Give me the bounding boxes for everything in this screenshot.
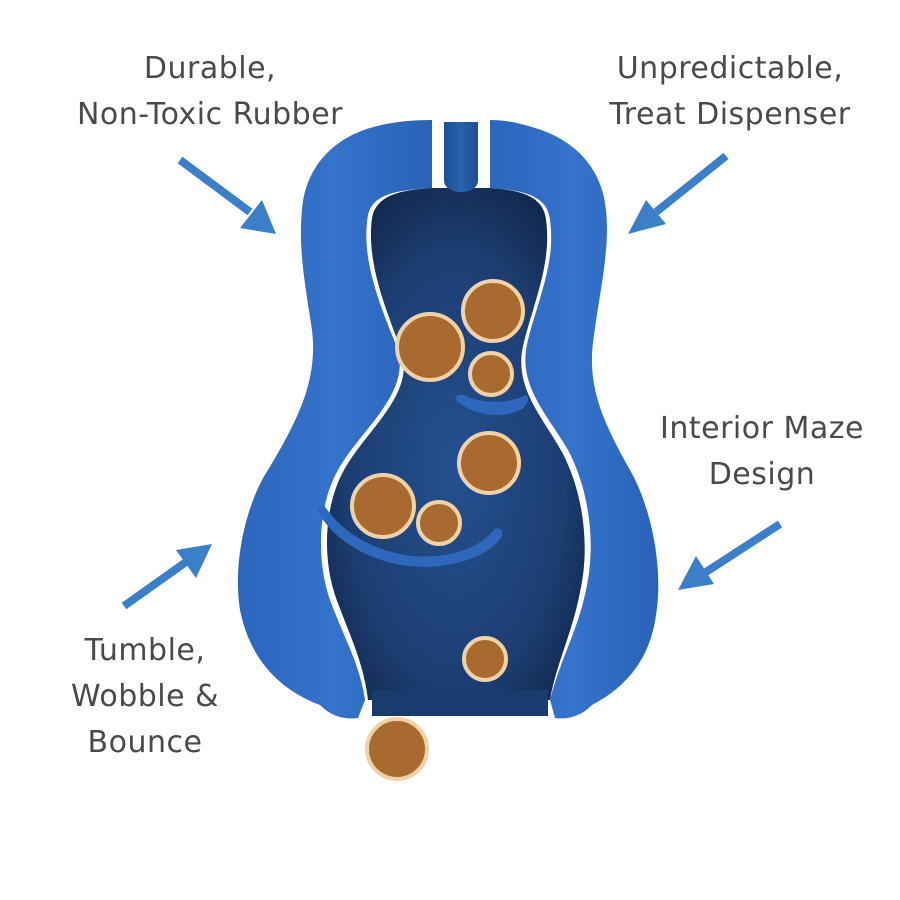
label-line: Wobble &	[70, 679, 220, 714]
treat-kibble-icon	[395, 312, 465, 382]
maze-wall-lower	[317, 505, 503, 567]
arrow-icon	[177, 156, 276, 234]
treats	[350, 279, 525, 781]
label-line: Non-Toxic Rubber	[76, 97, 344, 132]
treat-kibble-icon	[365, 717, 429, 781]
treat-kibble-icon	[457, 431, 521, 495]
bottom-channel	[372, 690, 548, 716]
arrows	[121, 152, 783, 610]
label-treat-dispenser: Unpredictable, Treat Dispenser	[550, 46, 900, 138]
treat-kibble-icon	[462, 636, 508, 682]
label-line: Tumble,	[84, 633, 206, 668]
shell-right-half	[490, 120, 659, 719]
maze-wall-upper	[455, 394, 528, 415]
arrow-icon	[121, 544, 212, 610]
treat-kibble-icon	[468, 351, 514, 397]
label-line: Interior Maze	[660, 411, 864, 446]
treat-kibble-icon	[350, 473, 416, 539]
shell-left-half	[237, 120, 432, 719]
treat-kibble-icon	[461, 279, 525, 343]
arrow-icon	[678, 520, 783, 590]
label-line: Bounce	[87, 725, 203, 760]
label-line: Unpredictable,	[616, 51, 844, 86]
label-line: Durable,	[143, 51, 277, 86]
label-tumble-wobble-bounce: Tumble, Wobble & Bounce	[40, 628, 250, 766]
label-interior-maze: Interior Maze Design	[614, 406, 900, 498]
label-line: Design	[708, 457, 816, 492]
label-durable-rubber: Durable, Non-Toxic Rubber	[30, 46, 390, 138]
rubber-shell	[237, 120, 659, 719]
label-line: Treat Dispenser	[609, 97, 851, 132]
top-channel	[444, 122, 478, 192]
treat-kibble-icon	[416, 500, 462, 546]
arrow-icon	[628, 152, 729, 234]
